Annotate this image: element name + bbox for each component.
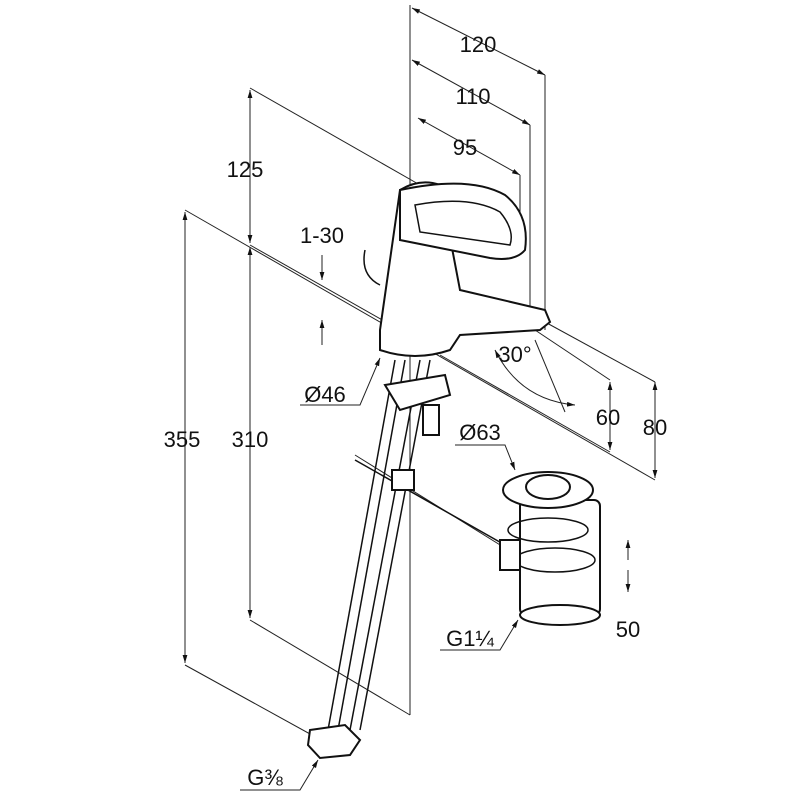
dim-110: 110 <box>455 84 490 109</box>
dim-355: 355 <box>164 427 201 452</box>
thread-waste-label: G1¼ <box>446 626 494 651</box>
dim-50: 50 <box>616 617 640 642</box>
dim-60: 60 <box>596 405 620 430</box>
dim-diameter-46: Ø46 <box>304 382 346 407</box>
dim-80: 80 <box>643 415 667 440</box>
dim-angle-30: 30° <box>498 342 531 367</box>
faucet-illustration <box>306 181 552 760</box>
dim-120: 120 <box>460 32 497 57</box>
dim-125: 125 <box>227 157 264 182</box>
dimension-lines <box>182 7 658 791</box>
thread-supply-label: G⅜ <box>247 765 283 790</box>
dim-1-30: 1-30 <box>300 223 344 248</box>
waste-drain-illustration <box>499 471 601 626</box>
extension-lines <box>184 5 656 746</box>
dim-diameter-63: Ø63 <box>459 420 501 445</box>
dim-310: 310 <box>232 427 269 452</box>
dim-95: 95 <box>453 135 477 160</box>
